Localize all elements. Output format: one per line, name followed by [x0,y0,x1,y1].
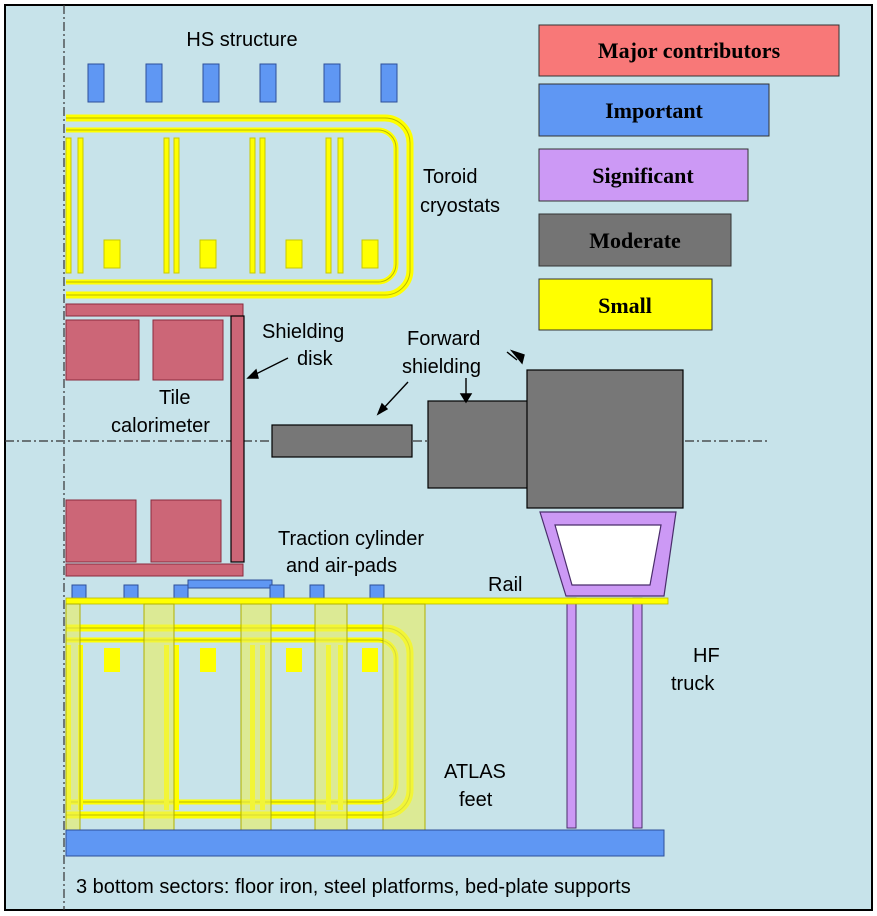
legend-swatch-major [538,24,840,77]
legend-label-significant: Significant [592,163,694,188]
shielding-disk [230,315,245,563]
legend-swatch-moderate [538,213,732,267]
label-hf-truck-line1: HF [693,645,720,667]
hs-block [87,63,105,103]
hs-block [202,63,220,103]
label-shielding-disk-line2: disk [297,348,334,370]
tile-calorimeter [65,303,244,577]
label-traction-line2: and air-pads [286,555,397,577]
label-atlas-feet-line2: feet [459,789,493,811]
floor-iron [65,829,665,857]
forward-shielding [271,369,684,509]
legend-swatch-small [538,278,713,331]
air-pads [71,579,385,600]
hs-block [323,63,341,103]
legend-label-small: Small [598,293,652,318]
label-tile-line2: calorimeter [111,415,210,437]
label-hs-structure: HS structure [186,29,297,51]
label-bottom-sectors: 3 bottom sectors: floor iron, steel plat… [76,876,631,898]
legend-label-moderate: Moderate [589,228,681,253]
toroid-cryostat-upper [65,114,414,299]
atlas-feet [65,603,426,831]
label-shielding-disk-line1: Shielding [262,321,344,343]
label-rail: Rail [488,574,522,596]
rail [65,597,669,605]
hs-block [380,63,398,103]
hs-structure-blocks [87,63,398,103]
label-toroid-line2: cryostats [420,195,500,217]
label-tile-line1: Tile [159,387,190,409]
label-traction-line1: Traction cylinder [278,528,424,550]
legend-label-major: Major contributors [598,38,781,63]
hs-block [259,63,277,103]
hf-truck [539,511,677,829]
label-hf-truck-line2: truck [671,673,715,695]
label-forward-shielding-line2: shielding [402,356,481,378]
label-atlas-feet-line1: ATLAS [444,761,506,783]
legend: Major contributors Important Significant… [538,24,840,331]
label-forward-shielding-line1: Forward [407,328,480,350]
label-toroid-line1: Toroid [423,166,477,188]
legend-label-important: Important [605,98,703,123]
pointer-arrows [246,349,525,416]
legend-swatch-significant [538,148,749,202]
legend-swatch-important [538,83,770,137]
hs-block [145,63,163,103]
